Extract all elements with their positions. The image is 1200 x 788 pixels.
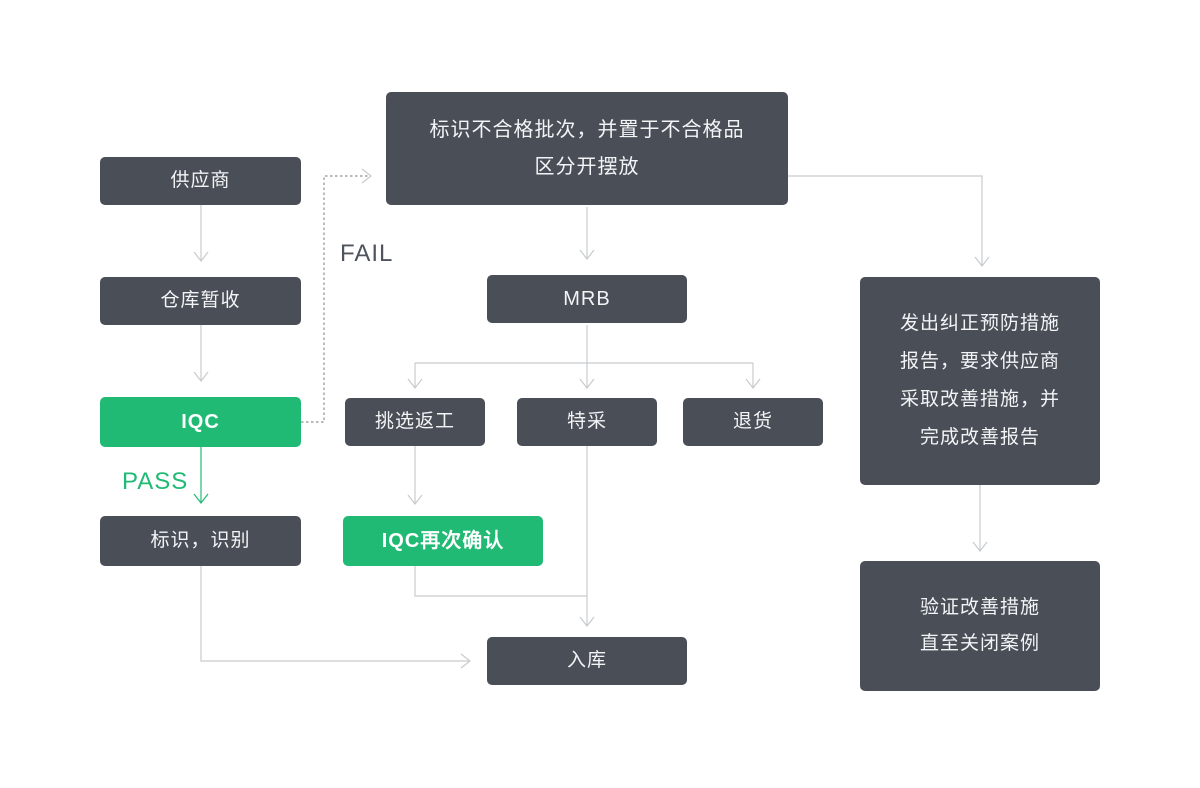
node-return-goods: 退货 (683, 398, 823, 446)
node-sort-rework: 挑选返工 (345, 398, 485, 446)
edge-mark-identify-to-warehouse-in (200, 566, 471, 669)
edge-mrb-split (415, 325, 753, 364)
node-verify-close: 验证改善措施 直至关闭案例 (860, 561, 1100, 691)
node-special-accept: 特采 (517, 398, 657, 446)
node-mrb: MRB (487, 275, 687, 323)
node-warehouse-receipt: 仓库暂收 (100, 277, 301, 325)
pass-edge-label: PASS (122, 468, 189, 495)
edge-iqc-fail-to-nonconforming (301, 168, 372, 423)
edge-iqc-recheck-join (414, 566, 587, 597)
fail-edge-label: FAIL (340, 240, 394, 267)
edge-nonconforming-to-capa-report (788, 175, 990, 267)
node-nonconforming-batch: 标识不合格批次，并置于不合格品 区分开摆放 (386, 92, 788, 205)
node-iqc: IQC (100, 397, 301, 447)
node-mark-identify: 标识，识别 (100, 516, 301, 566)
node-supplier: 供应商 (100, 157, 301, 205)
node-warehouse-in: 入库 (487, 637, 687, 685)
node-capa-report: 发出纠正预防措施 报告，要求供应商 采取改善措施，并 完成改善报告 (860, 277, 1100, 485)
node-iqc-recheck: IQC再次确认 (343, 516, 543, 566)
